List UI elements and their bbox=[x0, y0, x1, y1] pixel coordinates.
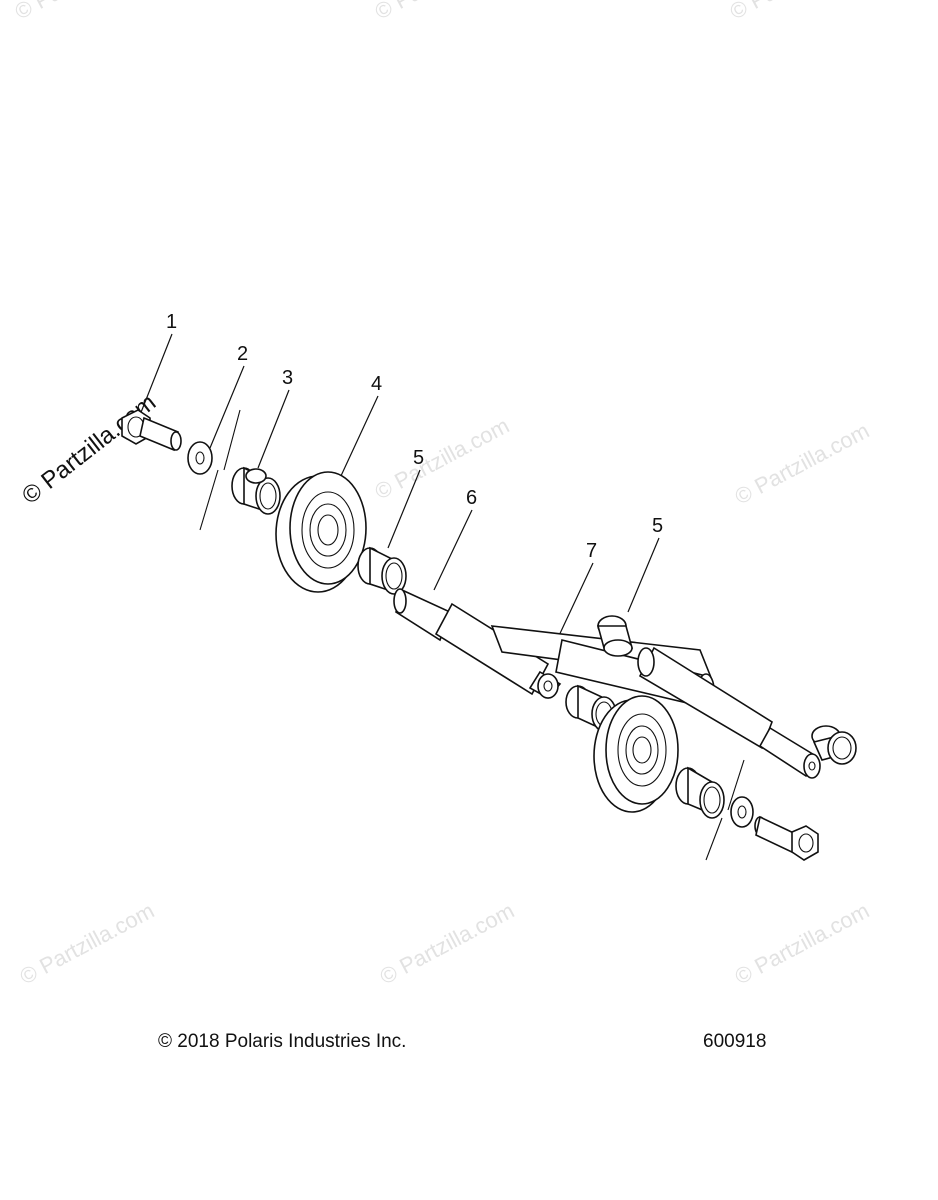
callout-6: 6 bbox=[466, 487, 477, 509]
watermark: © Partzilla.com bbox=[17, 389, 161, 510]
callout-group: 1 2 3 4 5 6 7 5 bbox=[166, 311, 663, 562]
leader-lines bbox=[135, 333, 660, 643]
bushing-right-far bbox=[811, 725, 857, 765]
part-3-bushing bbox=[231, 466, 281, 515]
watermark: © Partzilla.com bbox=[731, 418, 874, 510]
watermark: © Partzilla.com bbox=[726, 0, 869, 24]
right-axle bbox=[637, 646, 821, 779]
axis-lines bbox=[199, 409, 745, 861]
watermark-group: © Partzilla.com © Partzilla.com © Partzi… bbox=[11, 0, 874, 989]
callout-4: 4 bbox=[371, 373, 382, 395]
part-6-axle bbox=[393, 588, 562, 700]
washer-right bbox=[730, 796, 754, 828]
idler-wheel-right bbox=[593, 695, 679, 813]
watermark: © Partzilla.com bbox=[731, 898, 874, 990]
part-4-idler-wheel bbox=[275, 471, 367, 593]
callout-2: 2 bbox=[237, 343, 248, 365]
bushing-right-outer bbox=[675, 766, 725, 819]
watermark: © Partzilla.com bbox=[376, 898, 519, 990]
watermark: © Partzilla.com bbox=[11, 0, 154, 24]
copyright-text: © 2018 Polaris Industries Inc. bbox=[158, 1031, 407, 1052]
part-1-bolt bbox=[121, 409, 182, 452]
callout-5: 5 bbox=[413, 447, 424, 469]
part-5-bushing bbox=[357, 546, 407, 595]
callout-1: 1 bbox=[166, 311, 177, 333]
callout-3: 3 bbox=[282, 367, 293, 389]
diagram-id: 600918 bbox=[703, 1031, 767, 1052]
watermark: © Partzilla.com bbox=[371, 0, 514, 24]
callout-5b: 5 bbox=[652, 515, 663, 537]
part-2-washer bbox=[187, 441, 213, 475]
bolt-right bbox=[754, 815, 819, 861]
callout-7: 7 bbox=[586, 540, 597, 562]
watermark: © Partzilla.com bbox=[16, 898, 159, 990]
part-5-bushing-right bbox=[596, 615, 634, 657]
watermark: © Partzilla.com bbox=[371, 413, 514, 505]
